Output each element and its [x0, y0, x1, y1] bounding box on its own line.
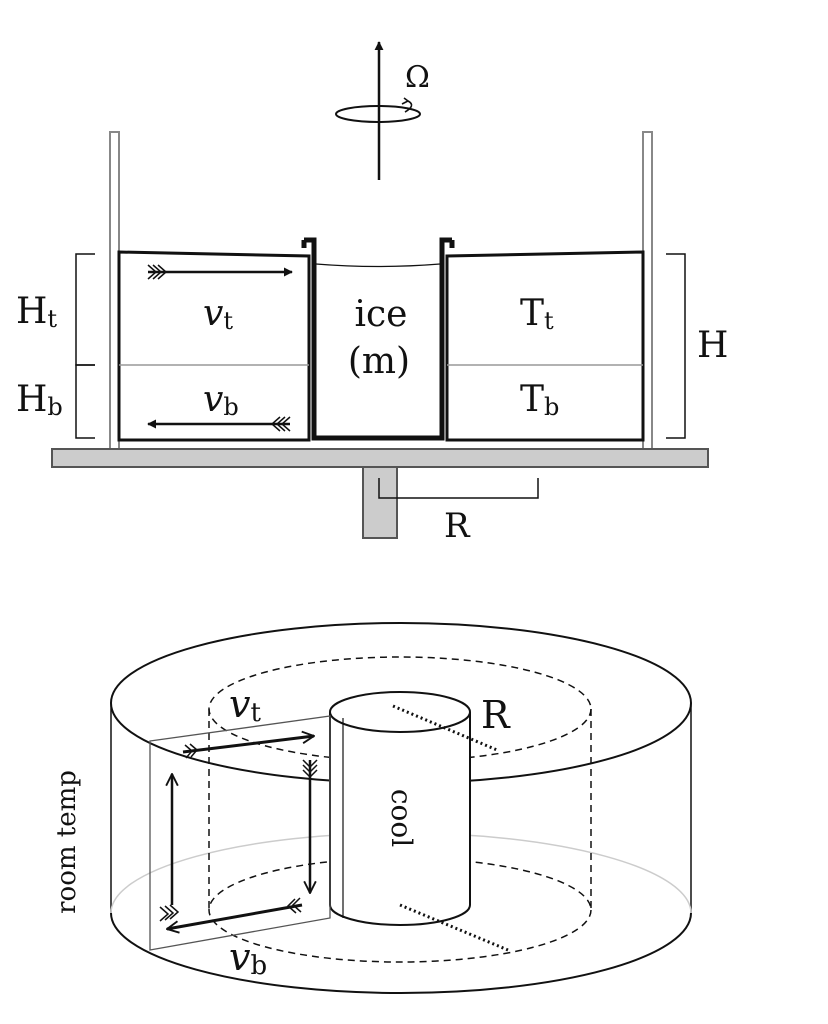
- bottom-velocity-bottom-label: vb: [229, 935, 267, 981]
- bracket-bottom-left: [75, 364, 95, 439]
- turntable-plate: [51, 448, 709, 468]
- rotation-arrow: [404, 100, 413, 113]
- rotation-ellipse: [335, 105, 421, 123]
- height-bottom-label: Hb: [16, 379, 63, 421]
- cool-cylinder: [329, 712, 471, 926]
- cross-section-plane: [149, 715, 331, 951]
- bottom-panel: vt vb R cool room temp: [52, 622, 692, 994]
- ice-container: [304, 237, 452, 441]
- velocity-top-arrow: [147, 264, 293, 280]
- omega-label: Ω: [405, 60, 430, 95]
- radius-bracket: [378, 478, 539, 499]
- height-top-label: Ht: [16, 291, 57, 333]
- water-left: [117, 250, 311, 442]
- turntable-stem: [362, 466, 398, 539]
- mid-dashed-bottom: [208, 857, 592, 963]
- ice-label: ice: [355, 294, 408, 335]
- outer-cylinder-bottom-front: [110, 912, 692, 994]
- temp-top-label: Tt: [520, 293, 554, 335]
- velocity-bottom-arrow: [147, 416, 291, 432]
- circulation-arrows: [159, 736, 318, 929]
- cool-cylinder-top: [329, 691, 471, 733]
- top-panel: Ω vt vb ic: [16, 41, 728, 546]
- ice-surface: [315, 263, 441, 268]
- radius-dotted-top: [392, 704, 498, 752]
- cool-label: cool: [385, 789, 418, 847]
- radius-label: R: [444, 506, 471, 546]
- height-total-label: H: [697, 325, 728, 366]
- mass-label: (m): [348, 341, 410, 382]
- velocity-top-label: vt: [203, 293, 233, 335]
- bottom-velocity-top-label: vt: [229, 682, 261, 728]
- bottom-radius-label: R: [481, 693, 511, 737]
- water-right: [445, 250, 645, 442]
- temp-bottom-label: Tb: [520, 379, 559, 421]
- velocity-bottom-label: vb: [203, 379, 239, 421]
- room-temp-label: room temp: [52, 770, 82, 914]
- bracket-total-right: [666, 253, 686, 439]
- bracket-top-left: [75, 253, 95, 366]
